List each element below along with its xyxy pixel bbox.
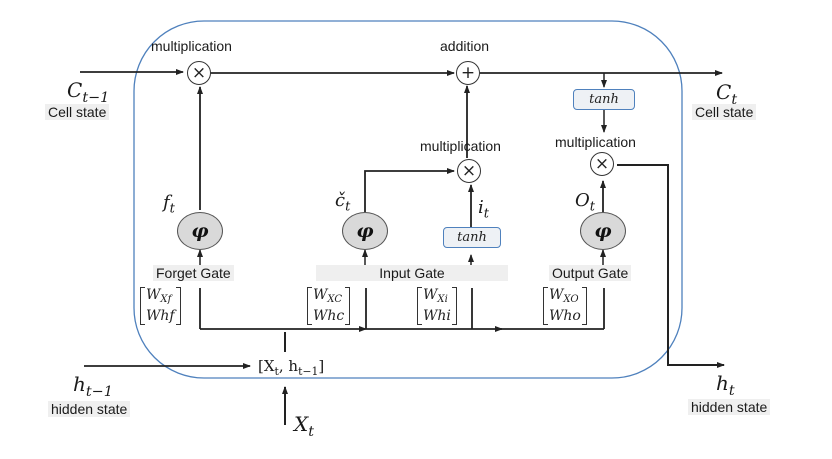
cell-prev-base: C [67,78,83,102]
cell-border [133,20,683,379]
concat-vector: [Xt, ht−1] [258,357,324,378]
forget-w2: Whf [146,308,175,325]
concat-sub1: t [274,364,279,378]
output-sigmoid: φ [580,212,626,250]
x-input-sub: t [308,424,315,441]
cell-out-sub: t [731,92,738,109]
output-w1-sub: XO [563,294,579,306]
hidden-prev-base: h [73,372,86,396]
forget-mult-label: multiplication [151,38,232,54]
bracket-left [140,287,145,326]
multiply-icon: × [191,62,207,83]
addition-label: addition [440,38,490,54]
candidate-w1-sub: XC [327,294,343,306]
hidden-prev-symbol: ht−1 [73,372,113,400]
forget-gate-label: Forget Gate [153,265,234,281]
input-signal-sub: t [483,206,489,222]
output-signal-symbol: O [575,190,590,211]
input-w1-sub: Xi [437,294,448,306]
candidate-signal-line [364,168,455,212]
forget-w1-sub: Xf [160,294,172,306]
hidden-out-sub: t [728,383,735,400]
x-input-symbol: Xt [294,412,314,440]
input-w1: WXi [423,287,451,308]
candidate-signal: čt [335,190,350,215]
forget-w1: WXf [146,287,175,308]
hidden-prev-caption: hidden state [48,401,131,417]
output-w2: Who [549,308,581,325]
concat-open: [X [258,357,275,375]
multiply-icon: × [594,153,610,174]
bracket-right [451,287,457,326]
candidate-w2: Whc [313,308,345,325]
output-gate-label: Output Gate [549,265,632,281]
forget-signal-symbol: f [163,192,170,213]
hidden-out-symbol: ht [716,371,735,399]
cell-prev-caption: Cell state [45,104,110,120]
cell-out-caption: Cell state [692,104,757,120]
output-w1: WXO [549,287,581,308]
concat-sub2: t−1 [298,364,319,378]
x-input-base: X [294,412,309,436]
bracket-right [581,287,587,326]
forget-signal-sub: t [169,201,175,217]
output-multiply-op: × [590,152,614,176]
input-w1-base: W [423,287,438,303]
forget-sigmoid: φ [177,212,223,250]
candidate-signal-symbol: č [335,190,346,211]
cell-out-symbol: Ct [716,80,737,108]
bracket-left [417,287,422,326]
input-w2: Whi [423,308,451,325]
input-mult-label: multiplication [420,138,501,154]
cell-out-base: C [716,80,732,104]
concat-mid: , h [278,357,299,375]
bracket-left [307,287,312,326]
input-tanh-box: tanh [443,227,501,248]
forget-w1-base: W [146,287,161,303]
forget-multiply-op: × [187,61,211,85]
plus-icon: + [460,62,476,83]
bracket-right [345,287,351,326]
input-multiply-op: × [457,159,481,183]
candidate-w1-base: W [313,287,328,303]
concat-close: ] [318,357,325,375]
input-gate-label: Input Gate [316,265,508,281]
output-tanh-box: tanh [573,89,635,110]
hidden-out-caption: hidden state [688,399,771,415]
bracket-left [543,287,548,326]
input-signal: it [478,197,489,222]
output-signal-sub: t [589,199,595,215]
input-signal-symbol: i [478,197,484,218]
addition-op: + [456,61,480,85]
cell-prev-sub: t−1 [82,90,110,107]
hidden-prev-sub: t−1 [85,384,113,401]
forget-signal: ft [163,192,175,217]
candidate-signal-sub: t [345,199,351,215]
multiply-icon: × [461,160,477,181]
bracket-right [175,287,181,326]
output-w1-base: W [549,287,564,303]
hidden-out-line [617,164,725,368]
candidate-sigmoid: φ [342,212,388,250]
output-signal: Ot [575,190,595,215]
candidate-w1: WXC [313,287,344,308]
output-mult-label: multiplication [555,134,636,150]
cell-prev-symbol: Ct−1 [67,78,109,106]
hidden-out-base: h [716,371,729,395]
